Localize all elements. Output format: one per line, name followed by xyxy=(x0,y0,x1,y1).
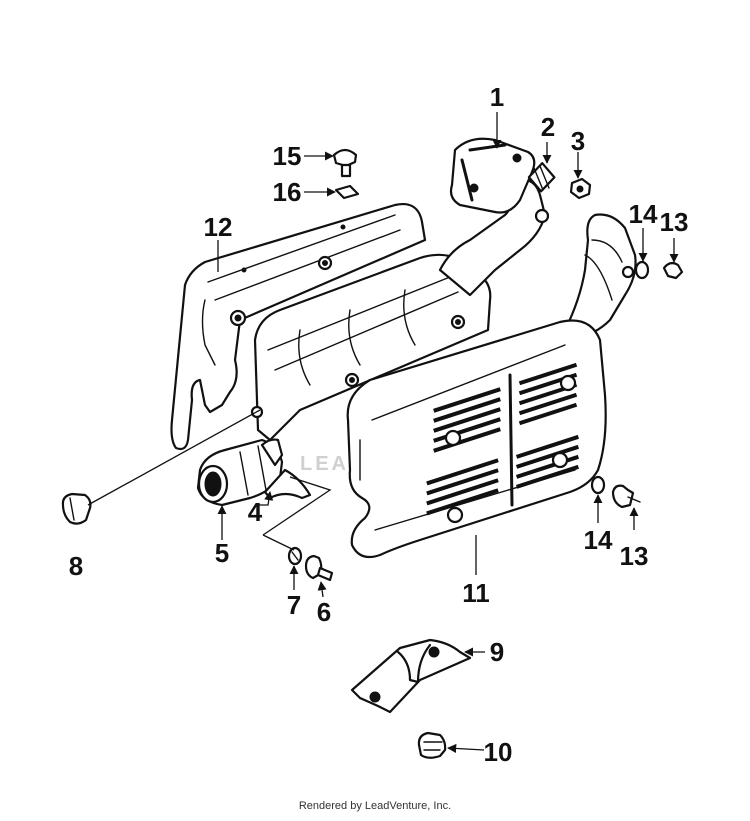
callout-11: 11 xyxy=(462,578,490,608)
callout-7: 7 xyxy=(287,590,301,620)
heat-shield-cover xyxy=(170,203,427,451)
callout-9: 9 xyxy=(490,637,504,667)
front-heat-shield xyxy=(346,319,607,559)
leader-lines xyxy=(87,112,679,753)
flange-bolt xyxy=(417,731,447,759)
washer-16 xyxy=(334,184,360,200)
callout-10: 10 xyxy=(484,737,513,767)
footer-credit: Rendered by LeadVenture, Inc. xyxy=(298,800,452,812)
hex-nut xyxy=(569,177,592,200)
screw-13-lower xyxy=(611,484,641,509)
callout-15: 15 xyxy=(273,141,302,171)
screw-13-upper xyxy=(662,261,684,280)
washer-14-lower xyxy=(590,475,606,495)
screw-6 xyxy=(304,554,334,582)
callout-14-lower: 14 xyxy=(584,525,613,555)
tail-pipe xyxy=(563,213,637,340)
lock-washer-7 xyxy=(287,546,303,566)
callout-12: 12 xyxy=(204,212,233,242)
callout-4: 4 xyxy=(248,497,263,527)
plug-bolt xyxy=(61,492,92,525)
callout-8: 8 xyxy=(69,551,83,581)
callout-2: 2 xyxy=(541,112,555,142)
spark-arrester-outlet xyxy=(196,438,284,507)
callout-14-upper: 14 xyxy=(629,199,658,229)
callout-5: 5 xyxy=(215,538,229,568)
screw-15 xyxy=(332,148,358,178)
callout-1: 1 xyxy=(490,82,504,112)
callout-13-lower: 13 xyxy=(620,541,649,571)
callout-labels: 1 2 3 15 16 12 14 13 4 8 5 7 6 11 14 13 … xyxy=(69,82,689,767)
callout-6: 6 xyxy=(317,597,331,627)
deflector-plate xyxy=(263,468,312,500)
mounting-bracket xyxy=(350,638,472,714)
callout-16: 16 xyxy=(273,177,302,207)
callout-3: 3 xyxy=(571,126,585,156)
stud-bolt xyxy=(527,162,556,193)
exhaust-pipe-gasket xyxy=(438,137,550,297)
callout-13-upper: 13 xyxy=(660,207,689,237)
washer-14-upper xyxy=(634,260,650,280)
